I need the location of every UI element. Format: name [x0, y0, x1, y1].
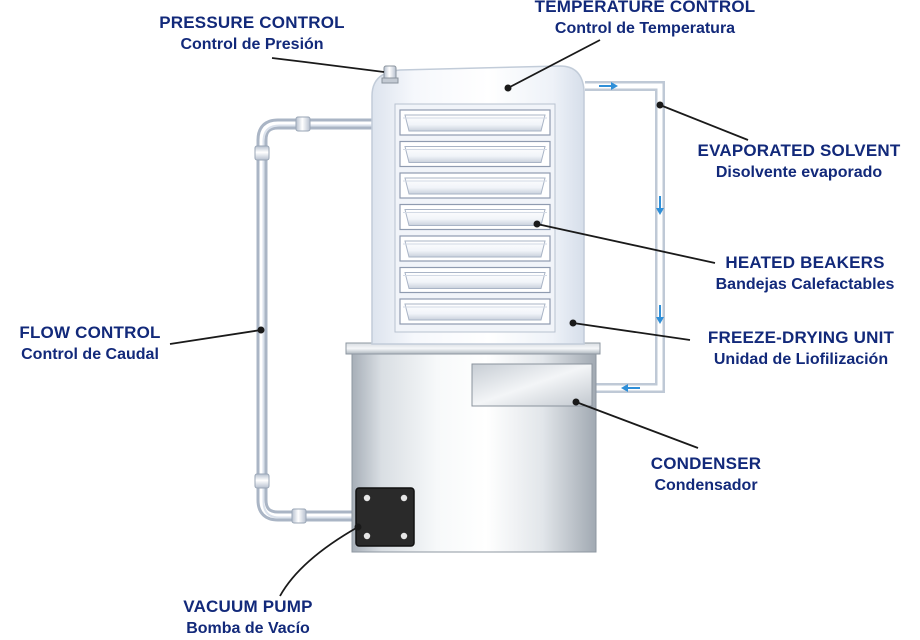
condenser-title: CONDENSER	[650, 454, 762, 473]
freeze-drying-unit-subtitle: Unidad de Liofilización	[713, 351, 889, 368]
heated-beakers-subtitle: Bandejas Calefactables	[715, 276, 895, 293]
flow-control-subtitle: Control de Caudal	[21, 346, 159, 363]
flow-control-title: FLOW CONTROL	[19, 323, 161, 342]
heated-tray	[399, 109, 551, 136]
vacuum-pump-title: VACUUM PUMP	[183, 597, 313, 616]
leader-lines	[169, 39, 749, 597]
heated-trays	[399, 109, 551, 325]
label-freeze-drying-unit: FREEZE-DRYING UNIT Unidad de Liofilizaci…	[684, 327, 918, 371]
pressure-control-subtitle: Control de Presión	[180, 36, 324, 53]
vacuum-pump	[354, 487, 415, 547]
heated-tray	[399, 266, 551, 294]
evaporated-solvent-title: EVAPORATED SOLVENT	[697, 141, 901, 160]
leader-evaporated-solvent	[659, 104, 749, 141]
leader-flow-control	[169, 329, 262, 345]
vacuum-line-pipe	[254, 116, 380, 524]
label-condenser: CONDENSER Condensador	[628, 453, 784, 497]
leader-freeze-drying-unit	[572, 322, 691, 341]
temperature-control-title: TEMPERATURE CONTROL	[534, 0, 756, 16]
heated-tray	[399, 298, 551, 325]
heated-tray	[399, 235, 551, 262]
temperature-control-subtitle: Control de Temperatura	[554, 20, 736, 37]
label-vacuum-pump: VACUUM PUMP Bomba de Vacío	[160, 596, 336, 640]
label-heated-beakers: HEATED BEAKERS Bandejas Calefactables	[690, 252, 920, 296]
label-temperature-control: TEMPERATURE CONTROL Control de Temperatu…	[520, 0, 770, 40]
label-evaporated-solvent: EVAPORATED SOLVENT Disolvente evaporado	[682, 140, 916, 184]
pressure-control-title: PRESSURE CONTROL	[159, 13, 345, 32]
leader-vacuum-pump	[279, 526, 359, 597]
label-pressure-control: PRESSURE CONTROL Control de Presión	[150, 12, 354, 56]
flow-arrows	[599, 82, 664, 392]
flow-arrow-down-icon	[656, 196, 664, 215]
evaporated-solvent-subtitle: Disolvente evaporado	[715, 164, 883, 181]
heated-beakers-title: HEATED BEAKERS	[725, 253, 885, 272]
leader-pressure-control	[271, 57, 385, 73]
pressure-sensor	[381, 65, 399, 84]
flow-arrow-down-icon	[656, 305, 664, 324]
freeze-drying-chamber	[371, 65, 585, 345]
heated-tray	[399, 172, 551, 199]
flow-arrow-right-icon	[599, 82, 618, 90]
heated-tray	[399, 203, 551, 231]
flow-arrow-left-icon	[621, 384, 640, 392]
leader-temperature-control	[507, 39, 601, 89]
vacuum-pump-subtitle: Bomba de Vacío	[186, 620, 310, 637]
freeze-drying-unit-title: FREEZE-DRYING UNIT	[707, 328, 895, 347]
heated-tray	[399, 140, 551, 168]
label-flow-control: FLOW CONTROL Control de Caudal	[0, 322, 180, 366]
leader-condenser	[575, 401, 699, 449]
condenser-subtitle: Condensador	[654, 477, 758, 494]
leader-heated-beakers	[536, 223, 716, 264]
